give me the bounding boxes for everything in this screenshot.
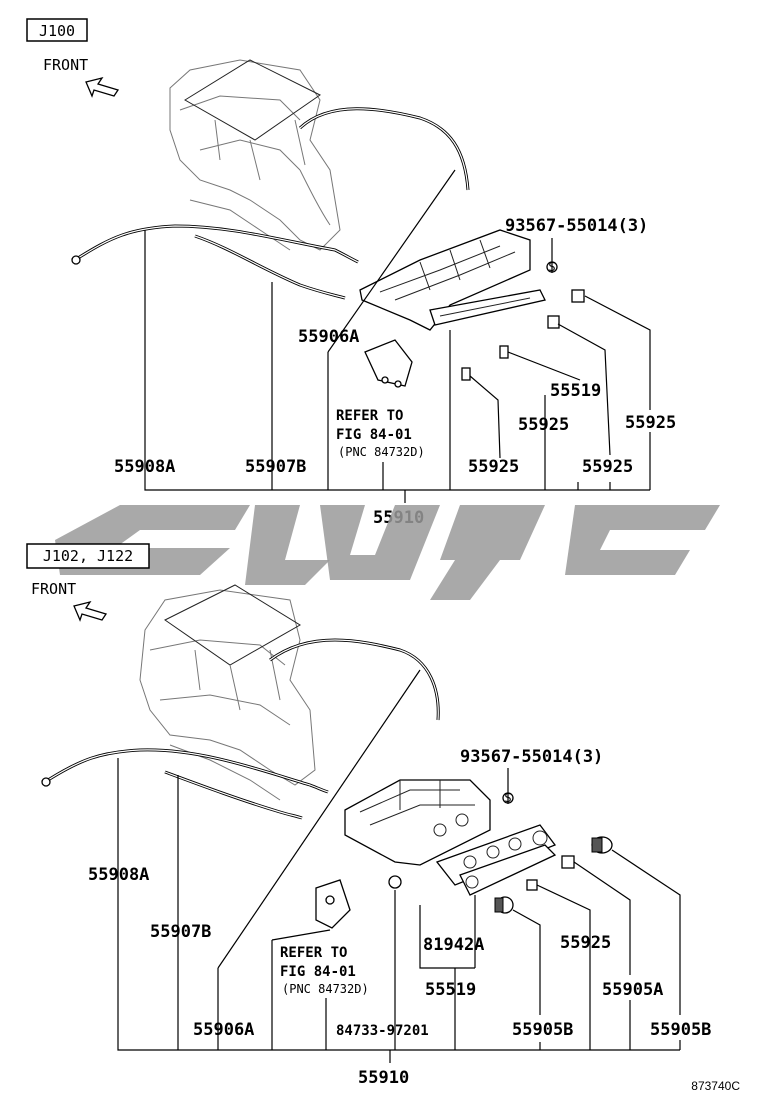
knob-55925-a	[571, 289, 585, 303]
refer-note-line1: REFER TO	[280, 945, 347, 961]
knob-55905b	[591, 836, 613, 854]
engine-outline	[139, 584, 316, 801]
model-code: J100	[39, 22, 75, 40]
refer-note-line1: REFER TO	[336, 408, 403, 424]
part-label-55907b: 55907B	[245, 457, 306, 477]
refer-note-line3: (PNC 84732D)	[338, 445, 425, 459]
part-label-55925: 55925	[468, 457, 519, 477]
part-label-55908a: 55908A	[88, 865, 149, 885]
part-label-55905a: 55905A	[602, 980, 663, 1000]
upper-cable	[298, 107, 470, 191]
cable-55908a	[47, 748, 329, 794]
part-label-55906a: 55906A	[193, 1020, 254, 1040]
screw-part-label: 93567-55014(3)	[460, 747, 603, 767]
front-arrow-icon	[85, 76, 120, 98]
control-head-top	[359, 229, 546, 331]
refer-note-line2: FIG 84-01	[280, 964, 356, 980]
model-code-box	[26, 18, 88, 42]
part-label-55905b: 55905B	[512, 1020, 573, 1040]
front-label: FRONT	[31, 580, 76, 598]
bottom-section: J102, J122 FRONT S	[26, 543, 711, 1088]
front-arrow-icon	[73, 600, 108, 622]
cable-end-icon	[71, 255, 81, 265]
refer-note-line2: FIG 84-01	[336, 427, 412, 443]
knob-55925-d	[461, 367, 471, 381]
knob-55925-c	[499, 345, 509, 359]
knob-55905a	[561, 855, 575, 869]
part-label-55925: 55925	[518, 415, 569, 435]
cable-55907b	[164, 770, 303, 820]
model-code-box	[26, 543, 150, 569]
part-label-55519: 55519	[550, 381, 601, 401]
screw-part-label: 93567-55014(3)	[505, 216, 648, 236]
knob-55905b-2	[494, 896, 514, 914]
top-section: J100 FRONT S	[26, 18, 676, 528]
top-leaders	[144, 169, 651, 503]
control-head-bottom	[344, 779, 557, 896]
part-label-55907b: 55907B	[150, 922, 211, 942]
figure-code: 873740C	[691, 1079, 740, 1093]
part-label-55925: 55925	[582, 457, 633, 477]
part-label-55905b: 55905B	[650, 1020, 711, 1040]
part-label-55519: 55519	[425, 980, 476, 1000]
part-label-55925: 55925	[625, 413, 676, 433]
cable-end-icon	[41, 777, 51, 787]
part-label-55910: 55910	[358, 1068, 409, 1088]
model-code: J102, J122	[43, 547, 133, 565]
knob-55925-b	[547, 315, 560, 329]
part-label-55906a: 55906A	[298, 327, 359, 347]
engine-outline	[169, 59, 341, 251]
part-label-84733-97201: 84733-97201	[336, 1023, 429, 1039]
part-label-55908a: 55908A	[114, 457, 175, 477]
servo-55906a	[315, 879, 351, 929]
front-label: FRONT	[43, 56, 88, 74]
nut-84733	[388, 875, 402, 889]
servo-55906a	[364, 339, 413, 388]
knob-55925	[526, 879, 538, 891]
part-label-55925: 55925	[560, 933, 611, 953]
bottom-leaders	[117, 669, 681, 1063]
refer-note-line3: (PNC 84732D)	[282, 982, 369, 996]
part-label-81942a: 81942A	[423, 935, 484, 955]
